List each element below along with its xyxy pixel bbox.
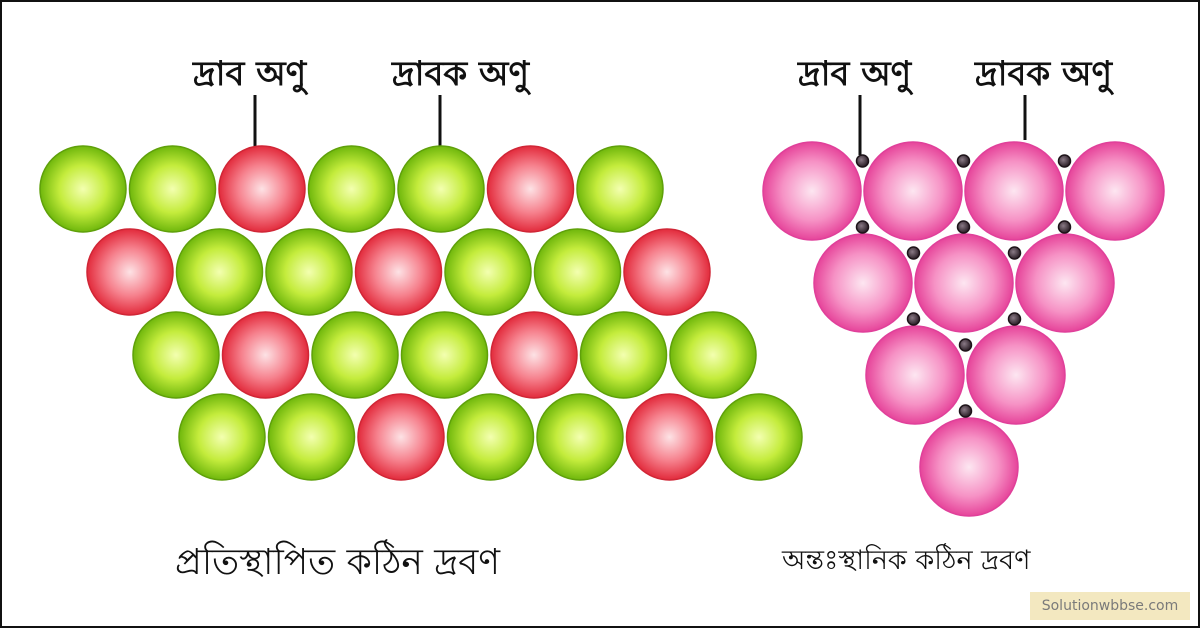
substitutional-lattice — [39, 145, 803, 481]
solute-atom — [906, 246, 921, 260]
solvent-molecule — [175, 228, 264, 316]
solvent-molecule — [813, 233, 913, 333]
solvent-molecule — [446, 393, 535, 481]
solvent-molecule — [1015, 233, 1115, 333]
solute-atom — [855, 220, 870, 234]
solvent-molecule — [863, 141, 963, 241]
solute-molecule — [625, 393, 714, 481]
solvent-molecule — [579, 311, 668, 399]
solute-atom — [855, 154, 870, 168]
solvent-molecule — [865, 325, 965, 425]
solute-atom — [1007, 312, 1022, 326]
solute-atom — [956, 154, 971, 168]
interstitial-lattice — [762, 141, 1165, 517]
label-right-solvent-molecule: দ্রাবক অণু — [975, 54, 1113, 94]
solvent-molecule — [132, 311, 220, 399]
solvent-molecule — [444, 228, 532, 316]
solvent-molecule — [919, 417, 1019, 517]
solvent-molecule — [966, 325, 1066, 425]
watermark: Solutionwbbse.com — [1030, 592, 1190, 620]
solvent-molecule — [397, 145, 485, 233]
solvent-molecule — [669, 311, 757, 399]
solute-molecule — [357, 393, 445, 481]
solvent-molecule — [533, 228, 622, 316]
solvent-molecule — [178, 393, 266, 481]
solute-molecule — [486, 145, 575, 233]
label-left-solute-molecule: দ্রাব অণু — [193, 54, 307, 94]
solvent-molecule — [914, 233, 1014, 333]
solvent-molecule — [1065, 141, 1165, 241]
solvent-molecule — [715, 393, 803, 481]
solvent-molecule — [267, 393, 356, 481]
solute-molecule — [623, 228, 711, 316]
solvent-molecule — [576, 145, 664, 233]
solute-atom — [958, 338, 973, 352]
solvent-molecule — [128, 145, 217, 233]
solvent-molecule — [762, 141, 862, 241]
solute-molecule — [354, 228, 443, 316]
caption-interstitial-solid-solution: অন্তঃস্থানিক কঠিন দ্রবণ — [782, 545, 1031, 576]
label-right-solute-molecule: দ্রাব অণু — [798, 54, 912, 94]
solute-atom — [1057, 220, 1072, 234]
solvent-molecule — [265, 228, 353, 316]
solute-molecule — [221, 311, 310, 399]
solvent-molecule — [307, 145, 396, 233]
solute-molecule — [218, 145, 306, 233]
solute-molecule — [490, 311, 578, 399]
solute-atom — [906, 312, 921, 326]
solute-atom — [1007, 246, 1022, 260]
solvent-molecule — [400, 311, 489, 399]
solvent-molecule — [311, 311, 399, 399]
caption-substitutional-solid-solution: প্রতিস্থাপিত কঠিন দ্রবণ — [175, 542, 501, 583]
solute-atom — [958, 404, 973, 418]
solvent-molecule — [39, 145, 127, 233]
solute-molecule — [86, 228, 174, 316]
solute-atom — [956, 220, 971, 234]
solvent-molecule — [964, 141, 1064, 241]
solvent-molecule — [536, 393, 624, 481]
label-left-solvent-molecule: দ্রাবক অণু — [392, 54, 530, 94]
solute-atom — [1057, 154, 1072, 168]
